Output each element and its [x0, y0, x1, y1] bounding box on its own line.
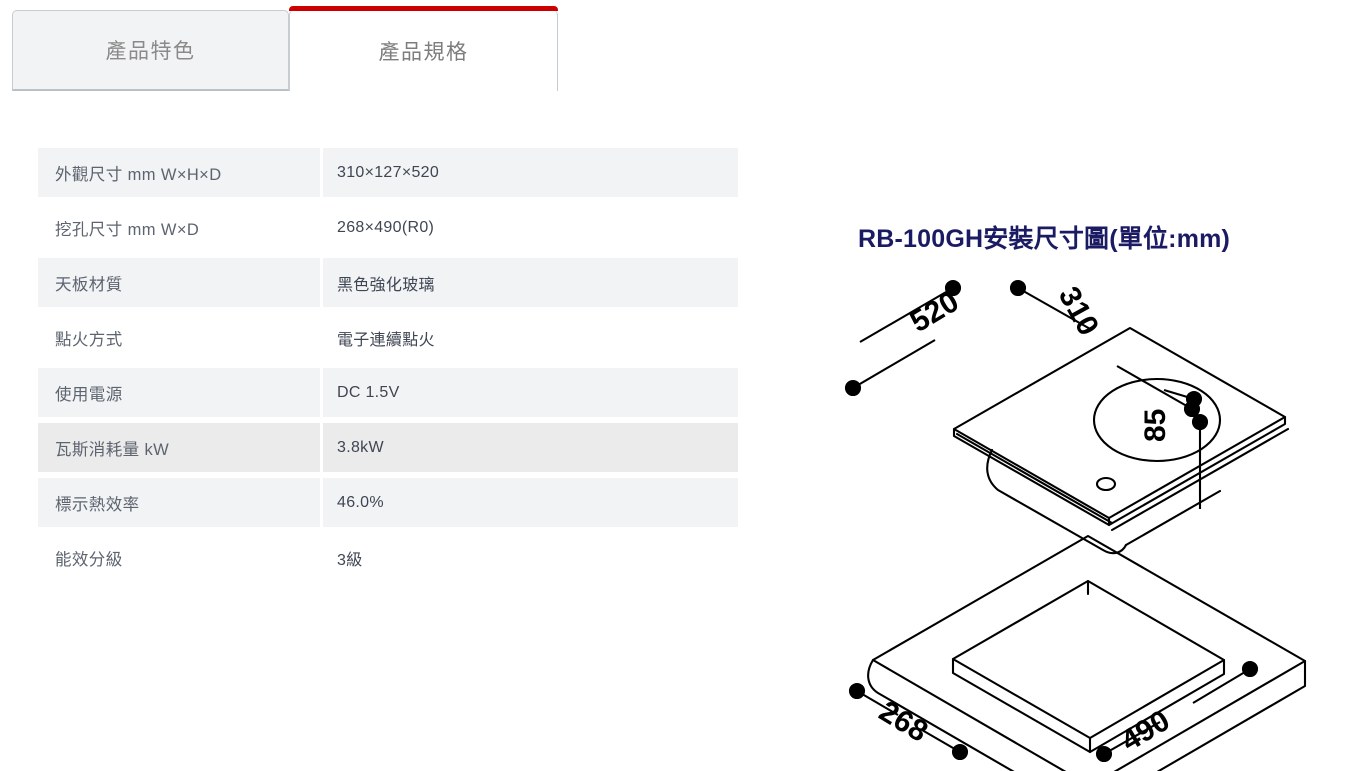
cooktop-underbody-right	[1124, 489, 1222, 547]
spec-label: 標示熱效率	[38, 478, 320, 527]
tab-bar: 產品特色 產品規格	[0, 0, 1352, 91]
cooktop-underbody	[986, 448, 1128, 555]
tab-product-specs[interactable]: 產品規格	[289, 6, 558, 91]
countertop-front-edge	[867, 658, 1015, 771]
tab-bar-underline	[0, 89, 12, 91]
dim-520-line-b	[852, 339, 936, 389]
spec-label: 點火方式	[55, 330, 123, 349]
dim-490-line-a	[1103, 721, 1161, 755]
table-row: 挖孔尺寸 mm W×D 268×490(R0)	[38, 203, 738, 252]
spec-value: 268×490(R0)	[337, 218, 435, 236]
cutout-inner-wall-left	[951, 657, 1092, 754]
dim-85-endpoint-top	[1191, 413, 1209, 431]
spec-value: 46.0%	[323, 478, 738, 527]
installation-drawing: 520 310 85 268 490	[844, 279, 1307, 771]
dim-490-line-b	[1192, 668, 1251, 704]
spec-value: 310×127×520	[323, 148, 738, 197]
cutout-inner-wall-right	[1088, 658, 1226, 754]
dim-310-line-b	[1116, 365, 1193, 410]
tab-product-specs-label: 產品規格	[378, 40, 469, 64]
spec-label: 挖孔尺寸 mm W×D	[55, 220, 200, 239]
countertop-top-face	[871, 534, 1307, 771]
dim-310-endpoint-left	[1009, 279, 1027, 297]
table-row: 外觀尺寸 mm W×H×D 310×127×520	[38, 148, 738, 197]
table-row: 能效分級 3級	[38, 533, 738, 582]
spec-value: 3級	[337, 551, 363, 569]
burner-ring	[1092, 377, 1222, 463]
tab-product-features[interactable]: 產品特色	[12, 10, 289, 91]
dim-490-endpoint-left	[1095, 745, 1113, 763]
diagram-title: RB-100GH安裝尺寸圖(單位:mm)	[858, 225, 1231, 253]
spec-label: 使用電源	[38, 368, 320, 417]
spec-label: 天板材質	[38, 258, 320, 307]
spec-value: 電子連續點火	[337, 331, 435, 349]
table-row: 點火方式 電子連續點火	[38, 313, 738, 362]
tab-product-features-label: 產品特色	[105, 40, 196, 63]
spec-value: 3.8kW	[323, 423, 738, 472]
installation-diagram-panel: RB-100GH安裝尺寸圖(單位:mm)	[820, 150, 1352, 771]
dim-label-310: 310	[1052, 281, 1105, 341]
table-row: 使用電源 DC 1.5V	[38, 368, 738, 417]
table-row: 天板材質 黑色強化玻璃	[38, 258, 738, 307]
spec-value: 黑色強化玻璃	[323, 258, 738, 307]
dim-label-490: 490	[1116, 704, 1176, 758]
spec-value: DC 1.5V	[323, 368, 738, 417]
spec-table: 外觀尺寸 mm W×H×D 310×127×520 挖孔尺寸 mm W×D 26…	[38, 148, 738, 588]
dim-310-line-a	[1017, 287, 1093, 331]
cutout-rim	[951, 579, 1226, 740]
cooktop-top-surface	[952, 326, 1287, 520]
dim-85-leader	[1163, 388, 1195, 401]
table-row: 標示熱效率 46.0%	[38, 478, 738, 527]
dim-label-268: 268	[873, 695, 933, 749]
dim-520-endpoint-top	[944, 279, 962, 297]
spec-label: 瓦斯消耗量 kW	[38, 423, 320, 472]
cooktop-glass-edge-right	[1107, 415, 1287, 527]
dim-520-endpoint-bottom	[844, 379, 862, 397]
dim-268-endpoint-right	[951, 743, 969, 761]
spec-label: 能效分級	[55, 550, 123, 569]
spec-label: 外觀尺寸 mm W×H×D	[38, 148, 320, 197]
dim-490-endpoint-right	[1241, 660, 1259, 678]
dim-label-85: 85	[1139, 409, 1172, 442]
countertop-right-edge	[1156, 659, 1307, 771]
igniter-button	[1095, 476, 1117, 492]
dim-520-line-a	[859, 287, 954, 343]
cooktop-bevel-line-left	[955, 432, 1114, 525]
dim-268-endpoint-left	[848, 682, 866, 700]
table-row-highlighted: 瓦斯消耗量 kW 3.8kW	[38, 423, 738, 472]
